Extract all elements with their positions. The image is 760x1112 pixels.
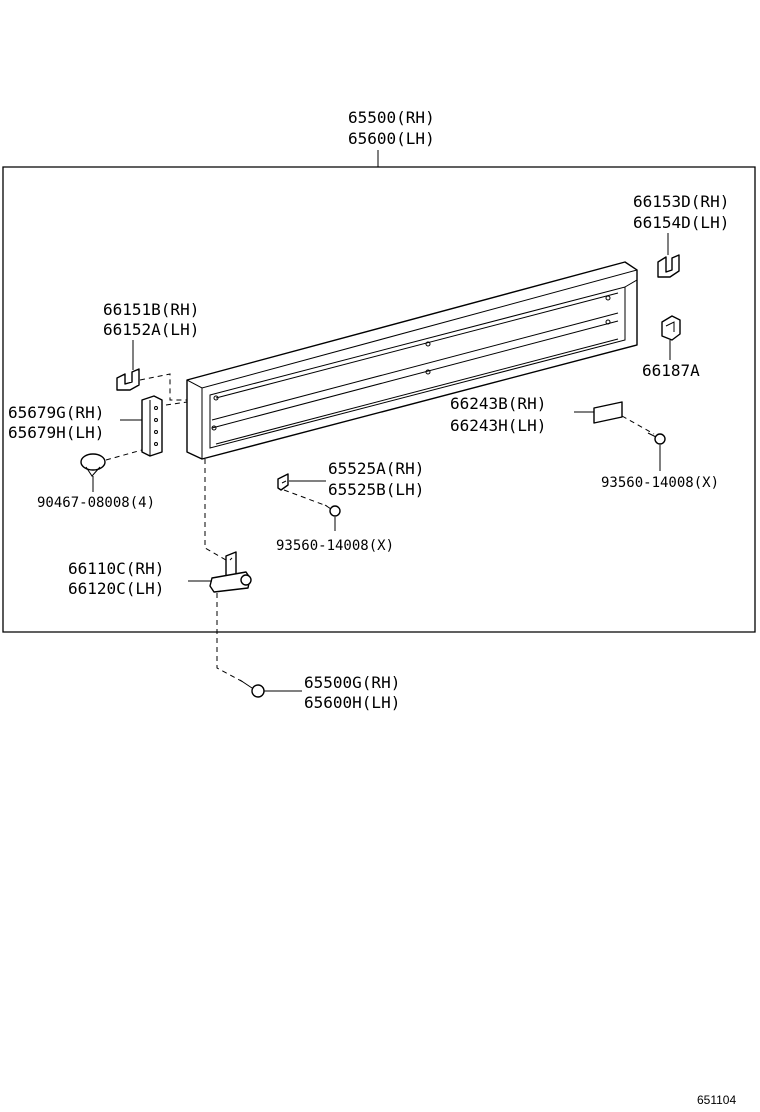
stay-part bbox=[141, 395, 163, 457]
dash-stay bbox=[165, 401, 188, 406]
label-bracket-top-rh: 66153D(RH) bbox=[633, 192, 729, 211]
label-grommet: 90467-08008(4) bbox=[37, 495, 155, 511]
grommet-part bbox=[80, 453, 106, 477]
label-clamp-rh: 65525A(RH) bbox=[328, 459, 424, 478]
plate-part bbox=[593, 401, 623, 424]
label-hinge-lh: 66120C(LH) bbox=[68, 579, 164, 598]
label-clip: 66187A bbox=[642, 361, 700, 380]
label-plate-lh: 66243H(LH) bbox=[450, 416, 546, 435]
label-pin-lh: 65600H(LH) bbox=[304, 693, 400, 712]
label-main-lh: 65600(LH) bbox=[348, 129, 435, 148]
side-panel-part bbox=[186, 261, 638, 460]
dash-grommet bbox=[105, 449, 143, 461]
dash-left-bracket bbox=[139, 373, 187, 401]
dash-hinge bbox=[204, 459, 227, 561]
label-bracket-top-lh: 66154D(LH) bbox=[633, 213, 729, 232]
dash-clamp bbox=[283, 489, 328, 507]
label-clamp-lh: 65525B(LH) bbox=[328, 480, 424, 499]
dash-plate bbox=[621, 415, 655, 435]
label-hinge-rh: 66110C(RH) bbox=[68, 559, 164, 578]
left-bracket-part bbox=[116, 368, 140, 391]
clamp-part bbox=[277, 473, 289, 491]
label-main-rh: 65500(RH) bbox=[348, 108, 435, 127]
bolt-right-part bbox=[647, 432, 666, 445]
bolt-center-part bbox=[324, 504, 341, 517]
label-plate-rh: 66243B(RH) bbox=[450, 394, 546, 413]
dash-pin bbox=[216, 593, 246, 684]
clip-part bbox=[661, 315, 681, 341]
hinge-part bbox=[209, 551, 252, 593]
top-bracket-part bbox=[657, 254, 680, 278]
label-bolt-right: 93560-14008(X) bbox=[601, 475, 719, 491]
label-bracket-left-rh: 66151B(RH) bbox=[103, 300, 199, 319]
label-bracket-left-lh: 66152A(LH) bbox=[103, 320, 199, 339]
diagram-code: 651104 bbox=[697, 1093, 736, 1107]
label-pin-rh: 65500G(RH) bbox=[304, 673, 400, 692]
label-stay-lh: 65679H(LH) bbox=[8, 423, 104, 442]
label-bolt-center: 93560-14008(X) bbox=[276, 538, 394, 554]
pin-part bbox=[239, 679, 265, 698]
label-stay-rh: 65679G(RH) bbox=[8, 403, 104, 422]
assembly-frame bbox=[2, 166, 756, 633]
